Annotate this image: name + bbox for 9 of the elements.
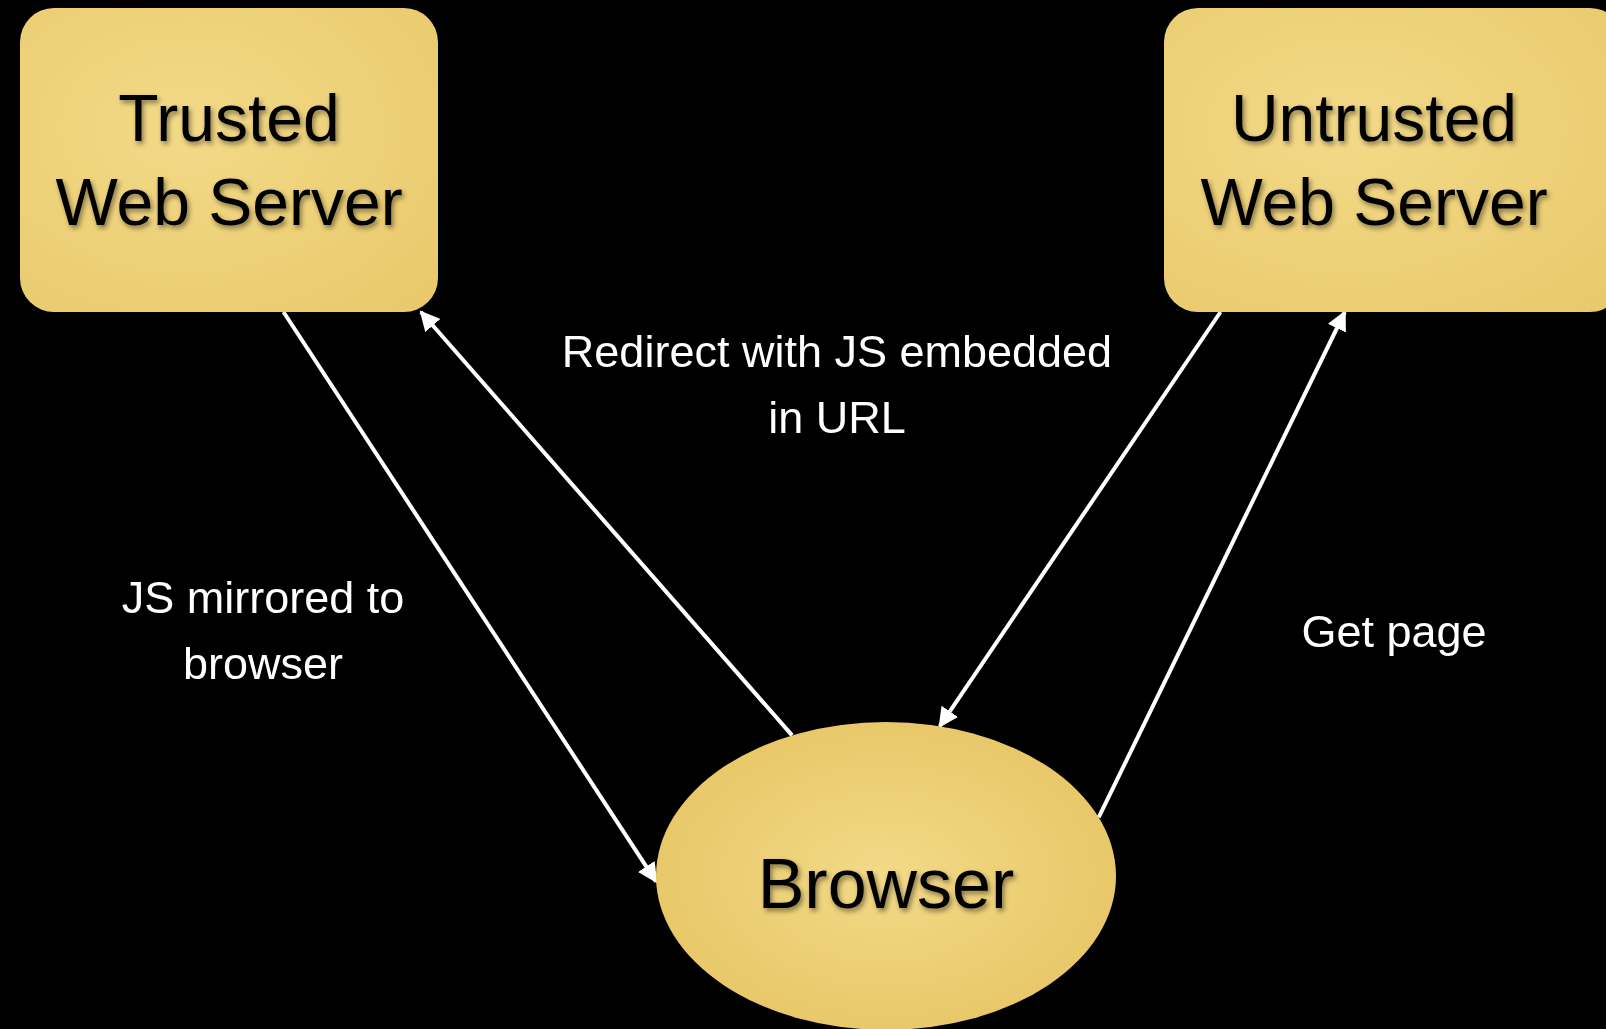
arrow: [419, 310, 794, 737]
node-label: Trusted Web Server: [54, 80, 404, 241]
arrow: [1096, 310, 1347, 819]
server-box: [1164, 8, 1606, 312]
node-label: Untrusted Web Server: [1199, 80, 1549, 241]
arrow: [281, 310, 658, 884]
server-box: [20, 8, 438, 312]
arrow: [938, 310, 1223, 728]
node-label: Browser: [756, 844, 1016, 925]
